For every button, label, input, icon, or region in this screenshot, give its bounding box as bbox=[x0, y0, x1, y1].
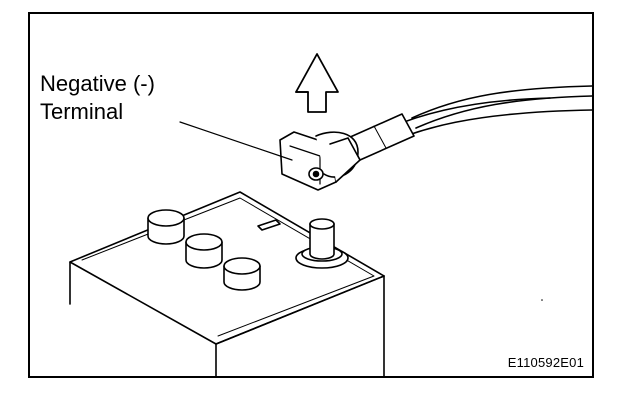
vent-cap-2 bbox=[185, 233, 223, 269]
terminal-clamp bbox=[279, 131, 361, 191]
negative-mark bbox=[257, 219, 281, 231]
callout-line-2: Terminal bbox=[40, 99, 124, 124]
callout-leader-line bbox=[179, 121, 293, 161]
vent-cap-1 bbox=[147, 209, 185, 245]
figure-code: E110592E01 bbox=[507, 355, 584, 370]
vent-cap-3 bbox=[223, 257, 261, 291]
up-arrow-icon bbox=[295, 53, 339, 113]
speck bbox=[541, 299, 543, 301]
negative-post bbox=[295, 218, 349, 269]
callout-line-1: Negative (-) bbox=[40, 71, 155, 96]
battery-terminal-illustration bbox=[69, 53, 592, 376]
negative-terminal-label: Negative (-) Terminal bbox=[40, 70, 155, 126]
figure-frame: Negative (-) Terminal E110592E01 bbox=[28, 12, 594, 378]
